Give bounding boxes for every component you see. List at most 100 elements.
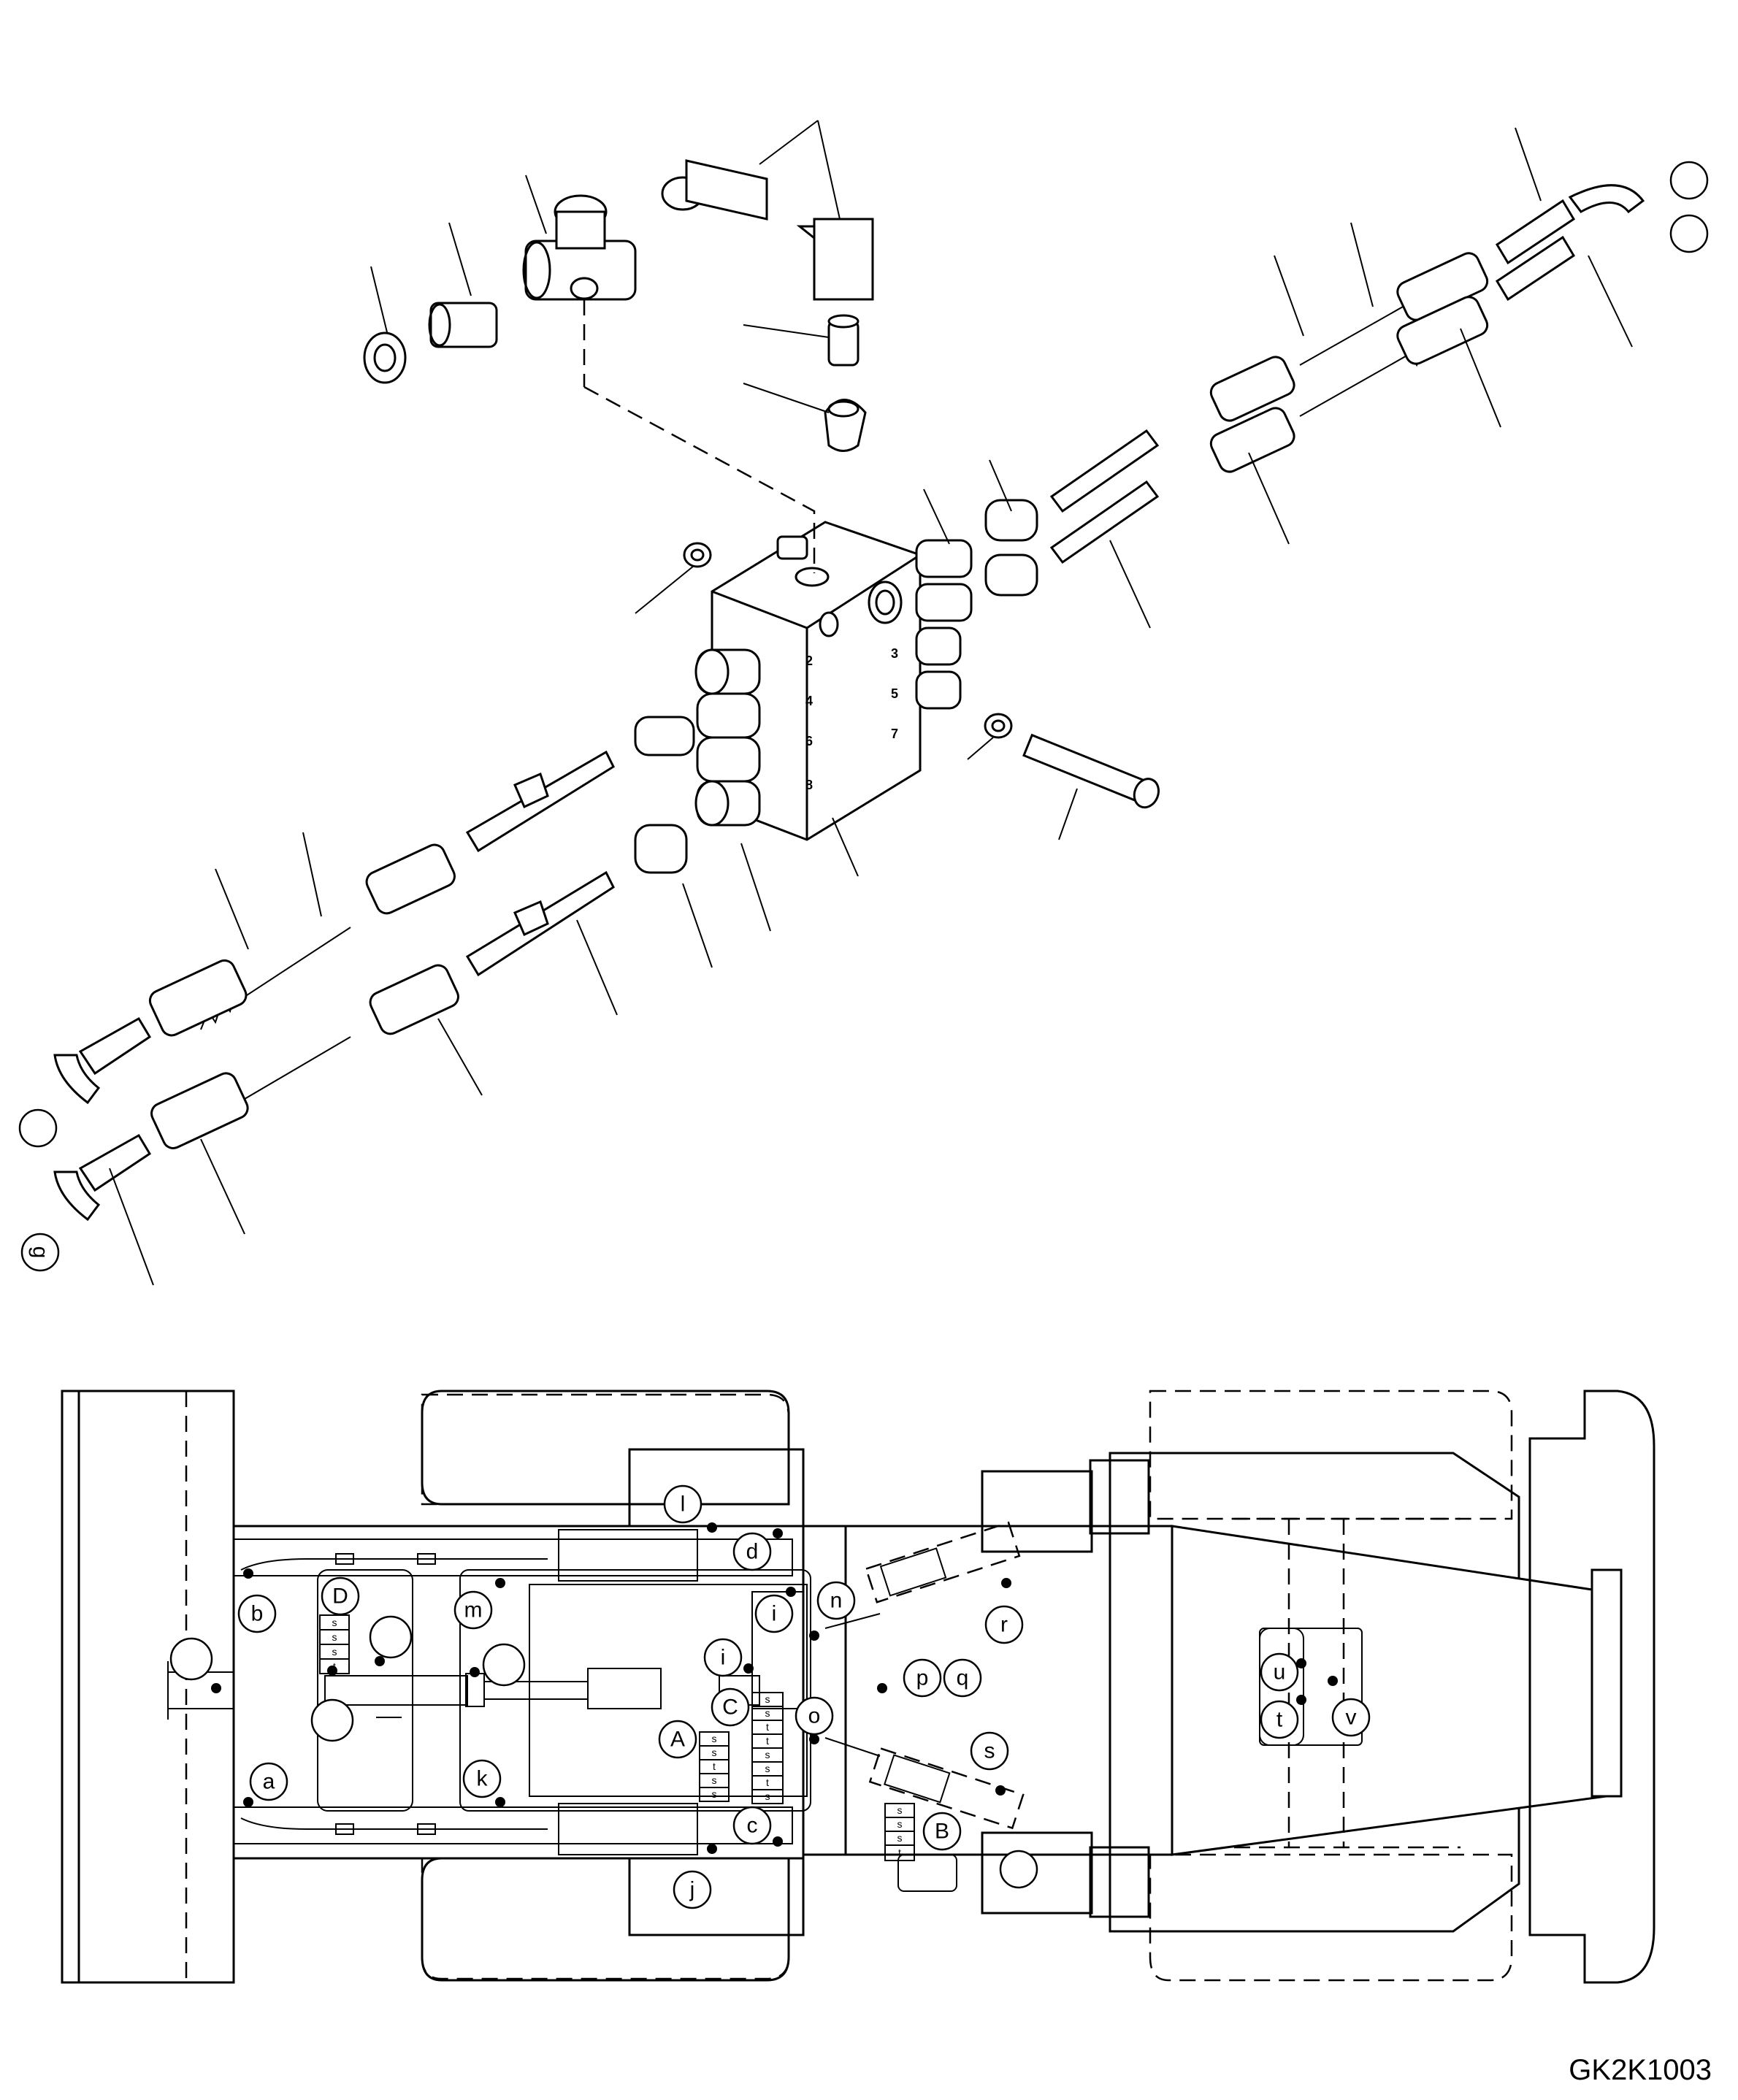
callout-bubble-icon	[1669, 214, 1709, 253]
port-number: 5	[891, 686, 898, 701]
callout-bubble-icon	[169, 1637, 213, 1681]
injector-group-label: C	[722, 1695, 738, 1720]
injector-cell: s	[712, 1774, 717, 1786]
injector-cell: s	[712, 1733, 717, 1744]
drawing-code: GK2K1003	[1569, 2054, 1712, 2086]
callout-bubble-icon	[658, 1720, 697, 1759]
port-number: 2	[805, 654, 813, 668]
callout-label: k	[477, 1767, 489, 1791]
callout-bubble-icon	[711, 1687, 750, 1727]
callout-bubble-icon	[732, 1806, 772, 1845]
grease-point-icon	[211, 1683, 221, 1693]
injector-cell: s	[897, 1804, 903, 1816]
leader-lines	[109, 120, 1633, 1286]
port-number: 4	[805, 694, 813, 708]
callout-bubble-icon	[482, 1643, 526, 1687]
grease-point-icon	[773, 1836, 783, 1847]
callout-label: d	[746, 1540, 759, 1564]
callout-bubble-icon	[663, 1484, 703, 1524]
injector-cell: s	[332, 1646, 337, 1658]
chassis-plan: s s s t s s t s s s s t t s s t s	[61, 1390, 1655, 1984]
callout-bubble-icon	[321, 1576, 360, 1616]
blade	[61, 1390, 235, 1984]
grease-point-icon	[1001, 1578, 1011, 1588]
callout-bubble-icon	[732, 1532, 772, 1571]
injector-cell: s	[332, 1617, 337, 1628]
injector-cell: t	[766, 1735, 769, 1747]
washer	[984, 713, 1013, 739]
injector-group-A: s s t s s	[699, 1731, 730, 1802]
inlet-assembly	[363, 159, 874, 452]
grease-point-icon	[243, 1568, 253, 1579]
injector-cell: t	[898, 1847, 901, 1858]
hose-right-lower	[984, 235, 1576, 597]
callout-bubble-icon	[703, 1638, 743, 1677]
hose-end-label: g	[28, 1246, 53, 1259]
callout-bubble-icon	[20, 1233, 60, 1272]
grease-point-icon	[773, 1528, 783, 1538]
callout-bubble-icon	[816, 1581, 856, 1620]
hose-left-lower	[53, 824, 688, 1222]
callout-label: i	[721, 1646, 726, 1670]
callout-label: l	[681, 1492, 686, 1517]
injector-cell: s	[765, 1693, 770, 1705]
callout-bubble-icon	[462, 1759, 502, 1798]
grease-point-icon	[877, 1683, 887, 1693]
grease-point-icon	[995, 1785, 1006, 1796]
exploded-view: 2 3 4 5 6 7 8	[18, 120, 1709, 1286]
injector-cell: s	[897, 1832, 903, 1844]
callout-bubble-icon	[984, 1605, 1024, 1644]
port-number: 6	[805, 734, 813, 748]
callout-bubble-icon	[943, 1658, 982, 1698]
injector-cell: t	[766, 1777, 769, 1788]
callout-bubble-icon	[369, 1615, 413, 1659]
callout-label: o	[808, 1704, 821, 1728]
injector-cell: s	[712, 1788, 717, 1800]
grease-point-icon	[707, 1844, 717, 1854]
callout-bubble-icon	[903, 1658, 942, 1698]
grease-point-icon	[707, 1522, 717, 1533]
grease-point-icon	[243, 1797, 253, 1807]
injector-group-C: s s t t s s t s	[751, 1692, 784, 1804]
grease-point-icon	[743, 1663, 754, 1674]
callout-bubble-icon	[18, 1108, 58, 1148]
grease-points	[211, 1522, 1338, 1854]
injector-group-D: s s s t	[319, 1614, 350, 1674]
port-number: 7	[891, 727, 898, 741]
injector-group-label: B	[935, 1820, 949, 1844]
grease-point-icon	[786, 1587, 796, 1597]
callout-label: r	[1000, 1613, 1008, 1637]
injector-cell: s	[332, 1631, 337, 1643]
grease-point-icon	[470, 1667, 480, 1677]
grease-point-icon	[327, 1666, 337, 1676]
washer	[683, 542, 712, 568]
grease-point-icon	[809, 1734, 819, 1744]
injector-cell: s	[765, 1707, 770, 1719]
callout-label: a	[263, 1770, 275, 1794]
grease-point-icon	[1328, 1676, 1338, 1686]
callout-label: i	[772, 1602, 777, 1626]
callout-label: n	[830, 1589, 843, 1613]
injector-cell: s	[765, 1763, 770, 1774]
callout-bubble-icon	[795, 1696, 834, 1736]
port-number: 8	[805, 778, 813, 792]
callout-label: u	[1274, 1660, 1286, 1685]
cap-screw	[1022, 733, 1160, 809]
callout-label: p	[916, 1666, 929, 1690]
callout-bubble-icon	[1260, 1652, 1299, 1692]
callout-bubble-icon	[310, 1698, 354, 1742]
injector-group-label: D	[332, 1584, 348, 1609]
callout-bubble-icon	[922, 1812, 962, 1851]
callout-bubble-icon	[673, 1870, 712, 1909]
distributor-block: 2 3 4 5 6 7 8	[694, 521, 973, 841]
callout-bubble-icon	[453, 1590, 493, 1630]
callout-label: b	[251, 1602, 264, 1626]
callout-label: c	[747, 1814, 758, 1838]
grease-point-icon	[375, 1656, 385, 1666]
injector-cell: s	[765, 1749, 770, 1760]
callout-bubble-icon	[237, 1594, 277, 1633]
callout-label: s	[984, 1739, 995, 1763]
injector-cell: s	[765, 1790, 770, 1802]
grease-point-icon	[809, 1630, 819, 1641]
